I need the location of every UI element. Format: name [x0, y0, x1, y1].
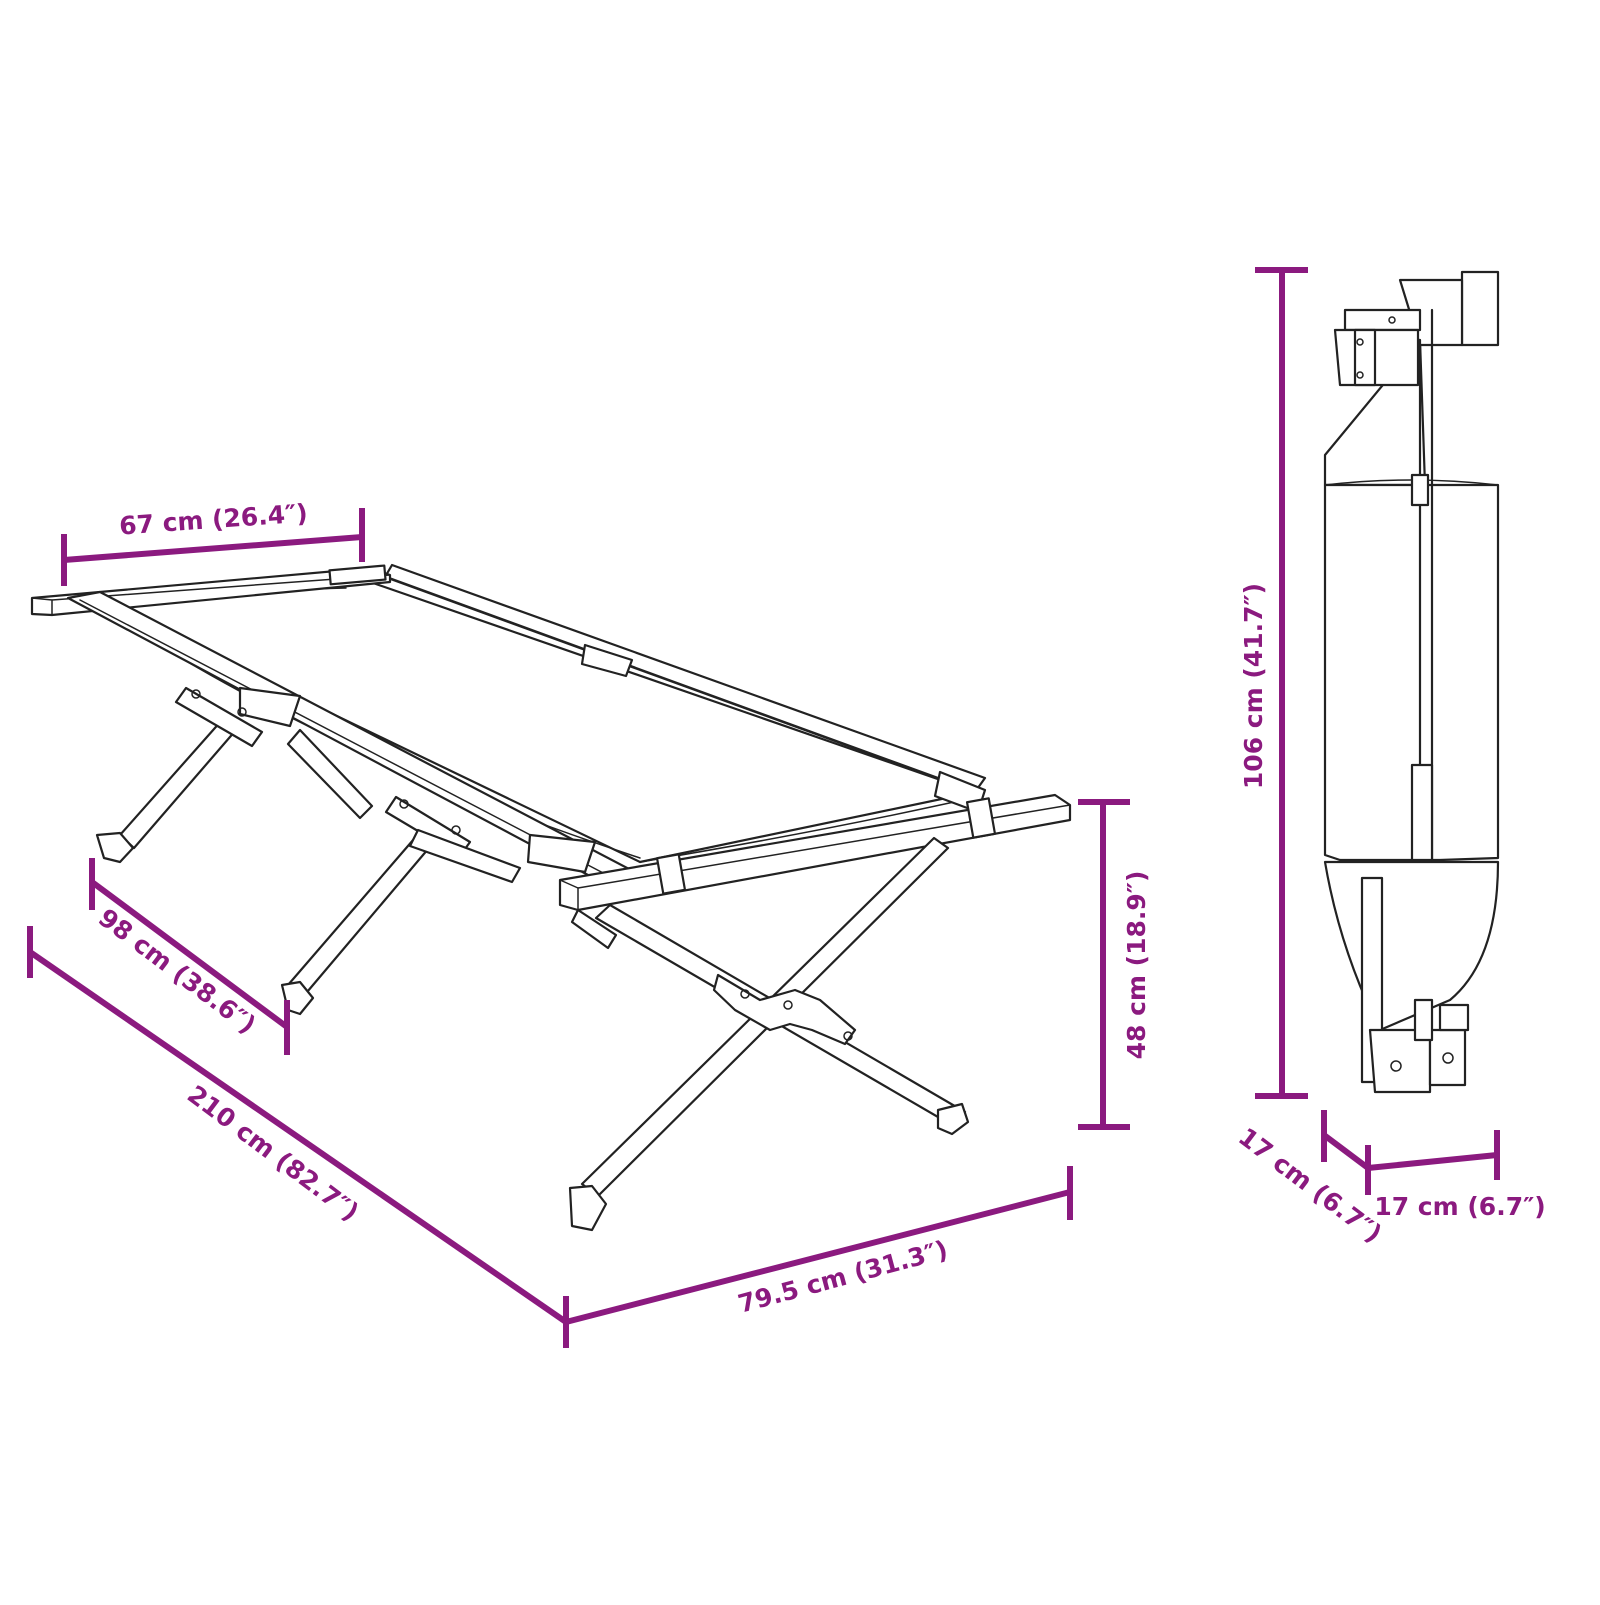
- camping-bed-unfolded-drawing: [30, 563, 1072, 1232]
- front-x-legs: [568, 836, 970, 1232]
- dim-label-folded-length: 106 cm (41.7″): [1239, 583, 1268, 789]
- dim-line-folded-width: [1367, 1152, 1498, 1171]
- dim-label-folded-width: 17 cm (6.7″): [1374, 1192, 1545, 1221]
- frame-end-bar-foot: [558, 793, 1072, 912]
- camping-bed-folded-drawing: [1323, 270, 1500, 1094]
- dim-line-width: [565, 1189, 1071, 1325]
- dim-line-leg-spread: [90, 879, 289, 1030]
- dim-line-top-width: [63, 534, 363, 563]
- middle-x-legs: [191, 689, 522, 884]
- dimension-lines: [27, 267, 1500, 1348]
- dim-line-length: [28, 949, 568, 1325]
- dim-label-height: 48 cm (18.9″): [1122, 871, 1151, 1060]
- back-leg-left: [95, 686, 472, 1016]
- dim-label-leg-spread: 98 cm (38.6″): [93, 903, 261, 1040]
- frame-rail-back: [383, 563, 987, 794]
- dim-label-folded-depth: 17 cm (6.7″): [1233, 1122, 1387, 1248]
- dim-line-folded-depth: [1322, 1132, 1370, 1171]
- dim-label-width: 79.5 cm (31.3″): [735, 1235, 951, 1319]
- dim-label-top-width: 67 cm (26.4″): [118, 498, 308, 540]
- dim-label-length: 210 cm (82.7″): [182, 1080, 364, 1227]
